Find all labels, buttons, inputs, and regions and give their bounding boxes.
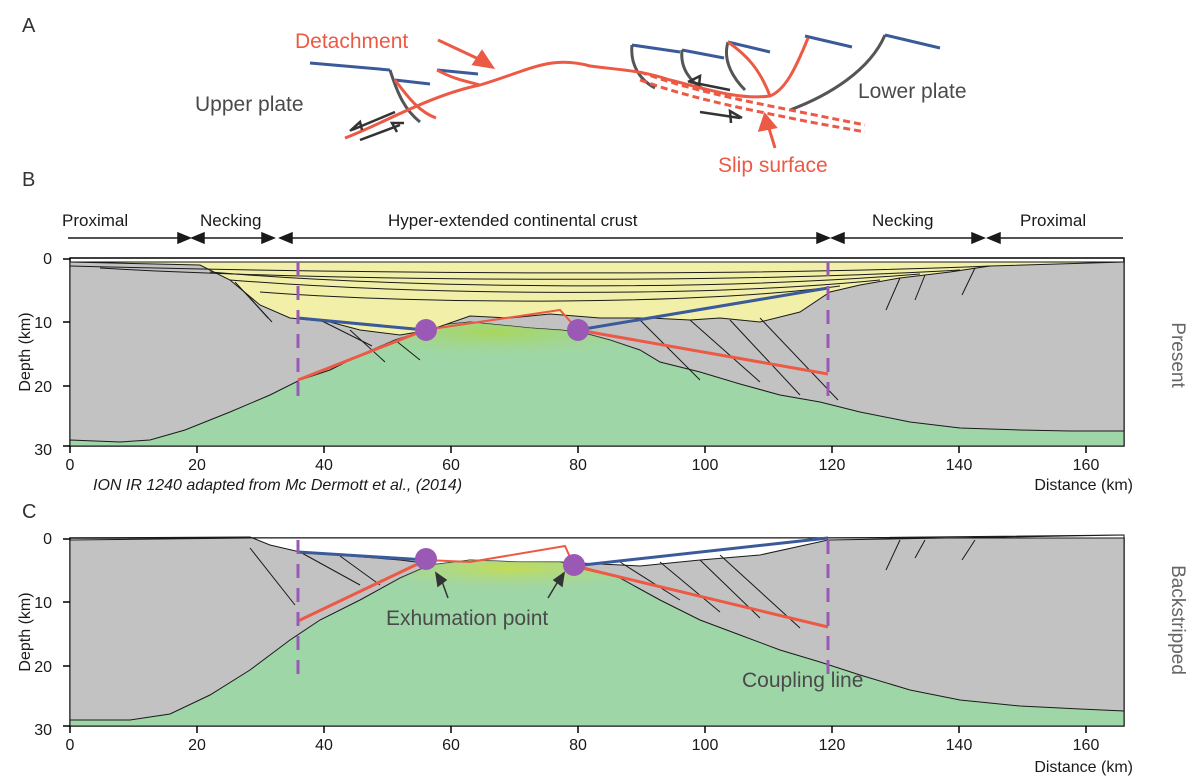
label-pointers	[437, 38, 778, 149]
detachment-splay-2	[436, 68, 481, 87]
x-tick-c-40: 40	[315, 737, 333, 754]
exhumation-pointers	[434, 571, 566, 599]
fault-block-tops	[309, 33, 941, 86]
detachment-label: Detachment	[295, 30, 408, 53]
y-ticks-c	[63, 538, 70, 727]
detachment-line	[344, 37, 810, 140]
y-tick-c-10: 10	[34, 595, 52, 612]
zone-label-proximal-left: Proximal	[62, 211, 128, 230]
detachment-splay-3	[727, 40, 772, 97]
zone-label-necking-right: Necking	[872, 211, 933, 230]
x-tick-c-80: 80	[569, 737, 587, 754]
x-tick-b-80: 80	[569, 457, 587, 474]
y-tick-b-30: 30	[34, 442, 52, 459]
source-caption: ION IR 1240 adapted from Mc Dermott et a…	[93, 477, 462, 494]
exhumation-point-label: Exhumation point	[386, 607, 548, 630]
sense-arrows	[349, 73, 743, 142]
y-tick-c-30: 30	[34, 722, 52, 739]
x-ticks-b	[69, 446, 1087, 453]
panel-c: C	[17, 501, 1188, 776]
x-axis-title-c: Distance (km)	[1034, 759, 1133, 776]
x-tick-b-0: 0	[66, 457, 75, 474]
lower-plate-label: Lower plate	[858, 80, 967, 103]
slip-surface-label: Slip surface	[718, 154, 828, 177]
y-ticks-b	[63, 258, 70, 447]
mantle-gradient-c	[360, 560, 660, 602]
panel-a: A	[22, 15, 967, 177]
y-tick-b-0: 0	[43, 251, 52, 268]
x-tick-b-120: 120	[819, 457, 846, 474]
normal-faults-b	[234, 267, 976, 401]
zone-label-proximal-right: Proximal	[1020, 211, 1086, 230]
x-tick-c-20: 20	[188, 737, 206, 754]
x-tick-c-140: 140	[946, 737, 973, 754]
zone-label-necking-left: Necking	[200, 211, 261, 230]
y-axis-title-b: Depth (km)	[17, 312, 34, 391]
panel-c-letter: C	[22, 501, 36, 523]
coupling-lines-b	[297, 286, 829, 382]
x-tick-c-100: 100	[692, 737, 719, 754]
y-tick-b-20: 20	[34, 379, 52, 396]
y-tick-c-0: 0	[43, 531, 52, 548]
x-tick-b-100: 100	[692, 457, 719, 474]
x-tick-c-160: 160	[1073, 737, 1100, 754]
x-tick-b-20: 20	[188, 457, 206, 474]
x-tick-b-40: 40	[315, 457, 333, 474]
upper-plate-label: Upper plate	[195, 93, 304, 116]
x-tick-c-120: 120	[819, 737, 846, 754]
zone-arrows	[68, 231, 1123, 245]
coupling-line-label: Coupling line	[742, 669, 863, 692]
panel-a-letter: A	[22, 15, 36, 37]
x-axis-title-b: Distance (km)	[1034, 477, 1133, 494]
sediment-horizons-b	[69, 265, 991, 302]
panel-b-letter: B	[22, 169, 35, 191]
x-ticks-c	[69, 726, 1087, 733]
x-tick-b-160: 160	[1073, 457, 1100, 474]
y-tick-c-20: 20	[34, 659, 52, 676]
slip-surface	[639, 70, 866, 134]
detachment-splay-1	[393, 79, 437, 120]
panel-b: B Proximal Necking Hyper-extended contin…	[17, 169, 1188, 494]
zone-label-hyper-extended: Hyper-extended continental crust	[388, 211, 638, 230]
x-tick-c-0: 0	[66, 737, 75, 754]
y-axis-title-c: Depth (km)	[17, 592, 34, 671]
x-tick-b-140: 140	[946, 457, 973, 474]
side-label-backstripped: Backstripped	[1167, 565, 1188, 675]
exhumation-point-marker-c-right	[563, 554, 585, 576]
exhumation-point-marker-b-left	[415, 319, 437, 341]
exhumation-point-marker-c-left	[415, 548, 437, 570]
x-tick-b-60: 60	[442, 457, 460, 474]
y-tick-b-10: 10	[34, 315, 52, 332]
exhumation-point-marker-b-right	[567, 319, 589, 341]
x-tick-c-60: 60	[442, 737, 460, 754]
side-label-present: Present	[1167, 322, 1188, 388]
fault-planes	[388, 34, 887, 124]
